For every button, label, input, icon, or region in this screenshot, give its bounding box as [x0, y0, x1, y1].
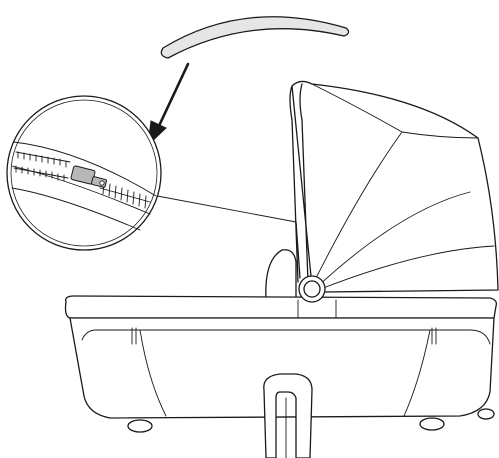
stand-icon	[263, 373, 313, 458]
carrycot-icon	[64, 249, 498, 433]
handle-icon	[295, 221, 301, 279]
hood-icon	[289, 80, 499, 293]
hinge-icon	[298, 275, 326, 303]
arrow-down-left-icon	[147, 62, 190, 147]
leader-line	[151, 194, 297, 223]
canopy-panel-icon	[160, 16, 350, 59]
zipper-icon	[6, 95, 162, 251]
